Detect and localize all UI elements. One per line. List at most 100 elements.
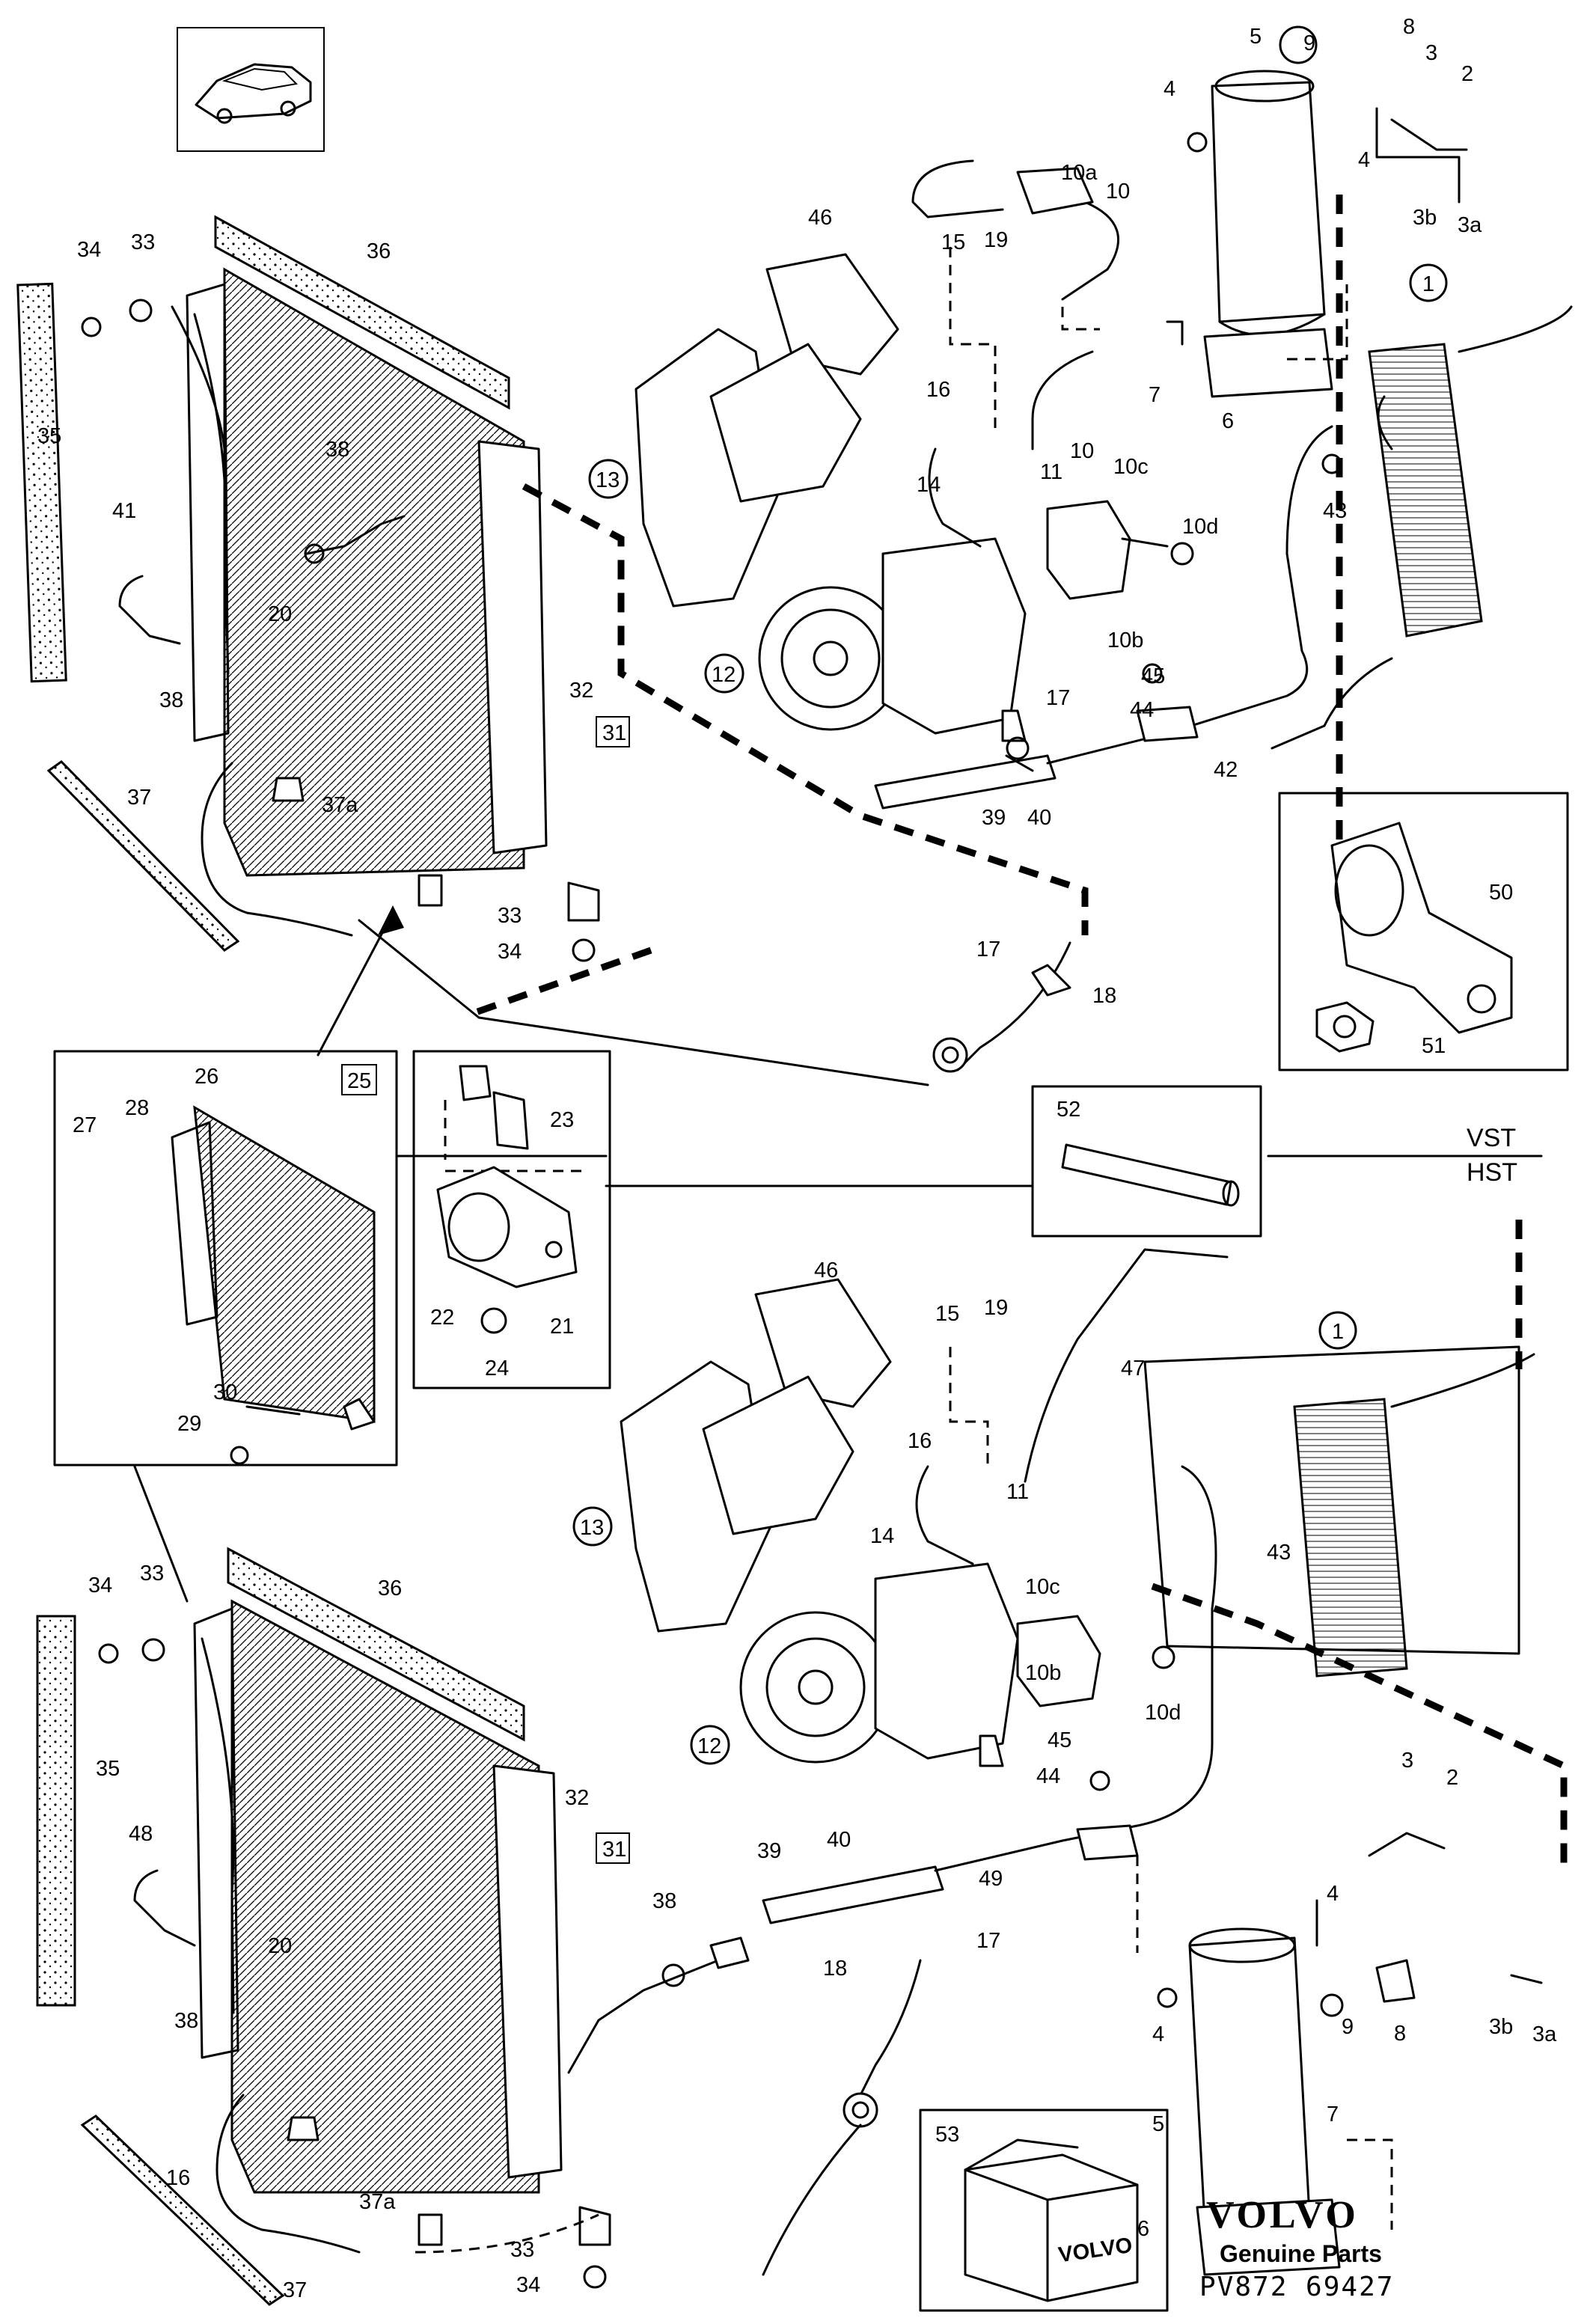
callout: 36 — [367, 239, 391, 263]
callout-circled: 12 — [697, 1734, 721, 1758]
callout: 39 — [757, 1839, 781, 1863]
callout: 51 — [1422, 1034, 1446, 1058]
callout: 14 — [917, 473, 941, 497]
callout: 4 — [1164, 77, 1175, 101]
callout: 20 — [268, 602, 292, 626]
callout: 45 — [1048, 1728, 1071, 1752]
upper-condenser-assembly — [16, 215, 600, 962]
callout: 15 — [941, 230, 965, 254]
callout: 26 — [195, 1065, 218, 1089]
genuine-parts-text: Genuine Parts — [1220, 2240, 1382, 2267]
callout: 34 — [498, 940, 522, 964]
callout: 35 — [37, 424, 61, 448]
callout: 37 — [283, 2278, 307, 2302]
upper-callout-labels: 34 33 36 35 38 41 20 38 32 31 37 37a 33 … — [37, 15, 1482, 1008]
bushing-50 — [1330, 822, 1513, 1034]
callout: 10c — [1113, 455, 1149, 479]
callout: 38 — [159, 688, 183, 712]
callout: 44 — [1130, 698, 1154, 722]
callout: 52 — [1057, 1098, 1080, 1122]
callout: 17 — [1046, 686, 1070, 710]
callout: 38 — [325, 438, 349, 462]
callout: 2 — [1446, 1766, 1458, 1790]
callout: 11 — [1006, 1480, 1029, 1504]
callout: 44 — [1036, 1764, 1060, 1788]
foam-strip-36-lower — [227, 1547, 525, 1742]
callout: 34 — [88, 1574, 112, 1597]
callout: 22 — [430, 1306, 454, 1330]
callout: 33 — [140, 1562, 164, 1585]
callout: 50 — [1489, 881, 1513, 905]
callout: 33 — [510, 2238, 534, 2262]
callout: 48 — [129, 1822, 153, 1846]
callout-boxed: 25 — [347, 1069, 371, 1093]
callout: 3a — [1532, 2022, 1557, 2046]
callout: 41 — [112, 499, 136, 523]
foam-strip-35-lower — [36, 1615, 76, 2007]
callout: 45 — [1141, 664, 1165, 688]
callout: 16 — [908, 1429, 932, 1453]
callout: 3b — [1413, 206, 1437, 230]
foam-strip-36 — [214, 215, 510, 410]
callout: 33 — [131, 230, 155, 254]
callout: 9 — [1342, 2015, 1354, 2039]
condenser-end-tank — [477, 440, 548, 854]
callout-circled: 13 — [580, 1516, 604, 1540]
callout: 14 — [870, 1524, 894, 1548]
callout: 37a — [322, 793, 358, 817]
inset-bushing-50-51 — [1278, 792, 1569, 1071]
condenser-core-lower — [230, 1599, 540, 2194]
inset-bracket-21-24 — [412, 1050, 611, 1389]
compressor-clutch-pulley-lower — [739, 1611, 892, 1764]
hst-label: HST — [1467, 1158, 1517, 1187]
callout: 16 — [166, 2166, 190, 2190]
callout-circled: 1 — [1422, 272, 1434, 296]
belt-guard-46 — [765, 253, 899, 376]
callout: 8 — [1394, 2022, 1406, 2046]
callout: 29 — [177, 1412, 201, 1436]
inset-callout-labels: 25 26 27 28 29 30 23 22 21 24 50 51 52 — [73, 881, 1513, 1436]
callout: 7 — [1149, 383, 1161, 407]
foam-strip-37 — [46, 760, 240, 952]
callout: 4 — [1152, 2022, 1164, 2046]
callout: 49 — [979, 1867, 1003, 1891]
callout: 4 — [1327, 1882, 1339, 1906]
callout: 42 — [1214, 758, 1238, 782]
part-reference: PV872 69427 — [1199, 2272, 1394, 2302]
pressure-switch-8 — [1279, 25, 1318, 64]
receiver-drier-5 — [1211, 81, 1326, 323]
callout: 23 — [550, 1108, 574, 1132]
callout: 10d — [1182, 515, 1218, 539]
callout: 4 — [1358, 148, 1370, 172]
callout: 18 — [1092, 984, 1116, 1008]
upper-hose-17-18 — [932, 941, 1071, 1073]
callout: 46 — [808, 206, 832, 230]
vehicle-thumbnail — [177, 27, 325, 152]
section-labels: VST HST — [1467, 1124, 1517, 1187]
drier-bracket-6 — [1203, 328, 1333, 398]
callout: 28 — [125, 1096, 149, 1120]
lower-receiver-drier-group — [1136, 1832, 1543, 2276]
callout: 16 — [926, 378, 950, 402]
callout: 40 — [827, 1828, 851, 1852]
volvo-logo: VOLVO — [1206, 2194, 1359, 2236]
lower-callout-labels: 34 33 36 35 48 20 38 32 31 16 37a 37 33 … — [88, 1259, 1557, 2302]
callout: 18 — [823, 1957, 847, 1981]
callout: 47 — [1121, 1357, 1145, 1380]
condenser-core — [223, 267, 525, 877]
hose-clamp-10b-lower — [1016, 1615, 1101, 1707]
hose-clamp-10b — [1046, 500, 1131, 600]
foam-strip-37-lower — [80, 2114, 285, 2306]
callout: 11 — [1040, 460, 1062, 484]
callout: 40 — [1027, 806, 1051, 830]
compressor-body — [881, 537, 1027, 735]
lower-compressor-group — [620, 1248, 1229, 2276]
callout-circled: 1 — [1332, 1320, 1344, 1344]
callout: 39 — [982, 806, 1006, 830]
inset-parts-box-53 — [919, 2109, 1169, 2312]
callout: 33 — [498, 904, 522, 928]
callout: 32 — [565, 1786, 589, 1810]
callout-boxed: 31 — [602, 1838, 626, 1862]
nut-51 — [1315, 1001, 1375, 1053]
